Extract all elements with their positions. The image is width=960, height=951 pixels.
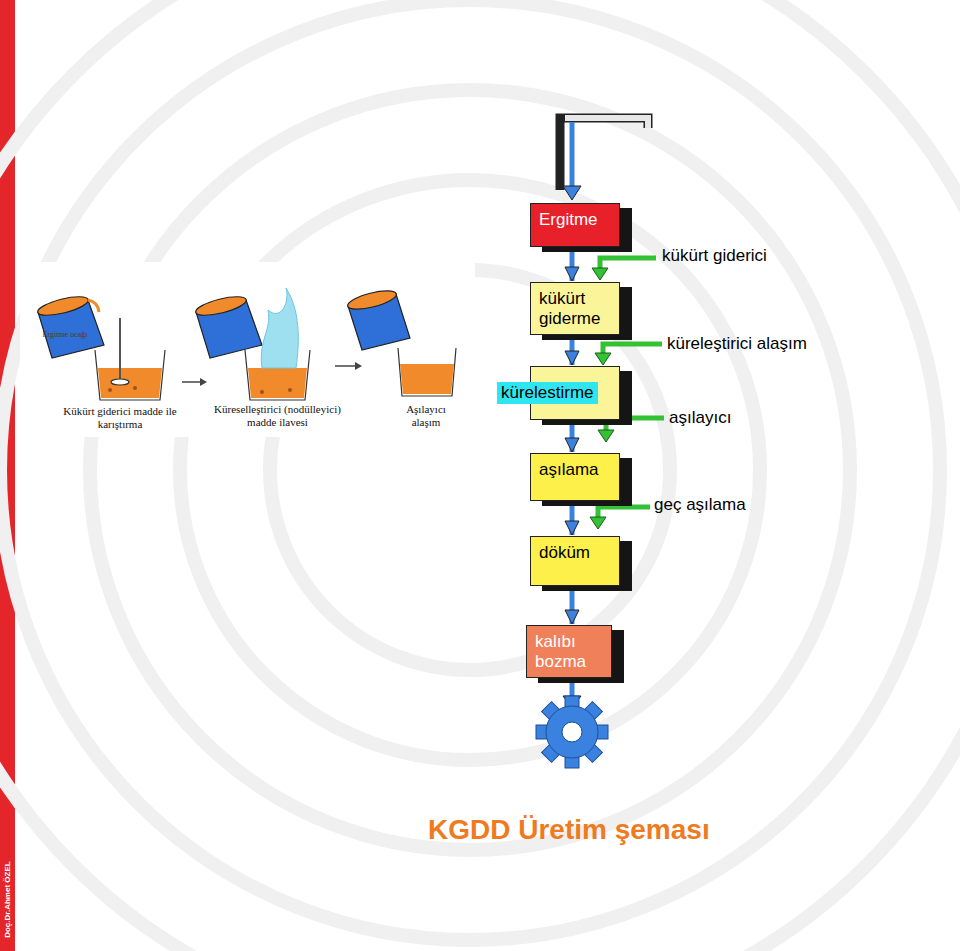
feed-pipe-outline bbox=[560, 118, 648, 190]
addition-label: küreleştirici alaşım bbox=[667, 334, 857, 354]
illustration-ground bbox=[20, 262, 475, 437]
flow-arrow bbox=[570, 421, 575, 452]
illustration-label: Ergitme ocağı bbox=[40, 330, 90, 339]
step-name: aşılama bbox=[539, 460, 613, 480]
flow-arrow bbox=[570, 248, 575, 281]
step-name: kürelestirme bbox=[497, 382, 598, 404]
ladle-2 bbox=[194, 293, 262, 358]
step-arrow-head bbox=[355, 362, 362, 370]
process-box: kükürt giderme bbox=[530, 282, 620, 335]
flow-arrow bbox=[570, 587, 575, 624]
step-name: kalıbı bozma bbox=[535, 632, 605, 671]
step-name: kükürt giderme bbox=[539, 289, 613, 328]
beaker-1 bbox=[95, 318, 165, 400]
illustration-label: Küreselleştirici (nodülleyici) madde ila… bbox=[205, 403, 350, 428]
process-box: döküm bbox=[530, 536, 620, 586]
flow-arrow bbox=[570, 502, 575, 535]
ladle-1 bbox=[36, 293, 104, 358]
addition-label: aşılayıcı bbox=[669, 408, 779, 428]
process-box: kürelestirme bbox=[497, 366, 620, 420]
illustration-label: Aşılayıcı alaşım bbox=[395, 403, 457, 428]
reaction-flame bbox=[261, 288, 298, 368]
machine-gear bbox=[536, 696, 608, 768]
feed-pipe bbox=[565, 118, 648, 128]
process-box: aşılama bbox=[530, 453, 620, 501]
step-arrow-head bbox=[200, 378, 207, 386]
illustration-label: Kükürt giderici madde ile karıştırma bbox=[60, 405, 180, 430]
step-name: döküm bbox=[539, 543, 613, 563]
beaker-3 bbox=[398, 348, 456, 396]
addition-label: kükürt giderici bbox=[662, 246, 812, 266]
process-box: Ergitme bbox=[530, 203, 620, 247]
addition-label: geç aşılama bbox=[654, 495, 784, 515]
process-box: kalıbı bozma bbox=[526, 625, 612, 678]
step-name: Ergitme bbox=[539, 210, 613, 230]
author-mark: Doç.Dr.Ahmet ÖZEL bbox=[3, 848, 12, 951]
feed-arrow-head bbox=[563, 186, 581, 200]
caption: KGDD Üretim şeması bbox=[428, 814, 710, 846]
feed-arrow bbox=[570, 122, 575, 188]
ladle-3 bbox=[346, 287, 410, 350]
flow-arrow bbox=[570, 336, 575, 365]
